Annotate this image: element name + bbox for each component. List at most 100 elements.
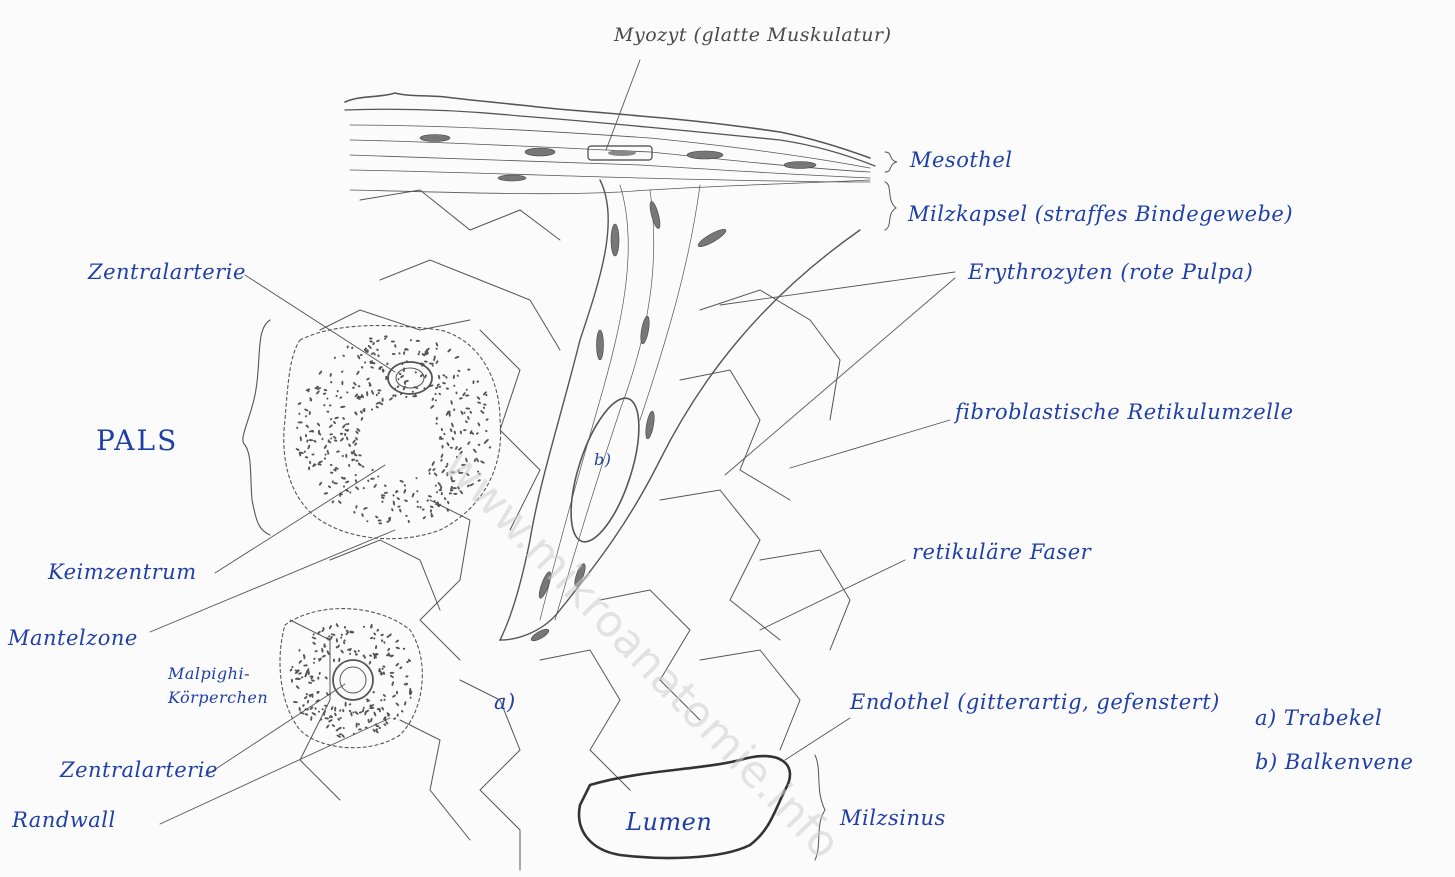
- lymphocyte-dot: [298, 707, 301, 712]
- lymphocyte-dot: [382, 694, 386, 698]
- lymphocyte-dot: [460, 410, 464, 415]
- lymphocyte-dot: [383, 641, 386, 644]
- lymphocyte-dot: [472, 380, 474, 384]
- lymphocyte-dot: [367, 344, 372, 349]
- lymphocyte-dot: [416, 500, 419, 503]
- lymphocyte-dot: [335, 623, 339, 628]
- lymphocyte-dot: [392, 353, 396, 355]
- lymphocyte-dot: [355, 722, 357, 727]
- lymphocyte-dot: [412, 395, 417, 397]
- lymphocyte-dot: [428, 468, 432, 472]
- lymphocyte-dot: [360, 366, 363, 369]
- lymphocyte-dot: [336, 390, 338, 393]
- lymphocyte-dot: [310, 716, 313, 721]
- lymphocyte-dot: [433, 359, 436, 361]
- lymphocyte-dot: [446, 442, 450, 447]
- lymphocyte-dot: [352, 381, 357, 386]
- lymphocyte-dot: [336, 450, 340, 453]
- lymphocyte-dot: [445, 376, 448, 379]
- lymphocyte-dot: [351, 346, 354, 349]
- lymphocyte-dot: [291, 666, 294, 669]
- lymphocyte-dot: [371, 408, 374, 411]
- lymphocyte-dot: [375, 405, 379, 408]
- lymphocyte-dot: [313, 658, 316, 661]
- lymphocyte-dot: [399, 508, 402, 512]
- lymphocyte-dot: [380, 699, 383, 702]
- lymphocyte-dot: [376, 628, 379, 632]
- lymphocyte-dot: [404, 349, 407, 351]
- lymphocyte-dot: [323, 392, 327, 395]
- lymphocyte-dot: [331, 500, 334, 504]
- lymphocyte-dot: [397, 378, 400, 381]
- lymphocyte-dot: [429, 362, 434, 364]
- lymphocyte-dot: [417, 506, 420, 508]
- lymphocyte-dot: [404, 701, 407, 706]
- lymphocyte-dot: [349, 710, 352, 712]
- lymphocyte-dot: [477, 422, 481, 427]
- lymphocyte-dot: [417, 353, 420, 356]
- lymphocyte-dot: [442, 374, 446, 377]
- lymphocyte-dot: [302, 704, 305, 708]
- lymphocyte-dot: [370, 636, 374, 639]
- lymphocyte-dot: [396, 385, 400, 389]
- lymphocyte-dot: [404, 499, 408, 502]
- lymphocyte-dot: [377, 475, 380, 478]
- lymphocyte-dot: [354, 711, 359, 716]
- lymphocyte-dot: [329, 463, 332, 466]
- lymphocyte-dot: [370, 478, 375, 480]
- lymphocyte-dot: [415, 477, 418, 480]
- lymphocyte-dot: [327, 450, 329, 453]
- lymphocyte-dot: [358, 650, 360, 653]
- lymphocyte-dot: [329, 373, 332, 377]
- lymphocyte-dot: [482, 406, 485, 409]
- lymphocyte-dot: [438, 385, 441, 388]
- lymphocyte-dot: [432, 468, 436, 472]
- lymphocyte-dot: [435, 347, 437, 350]
- label-endothel: Endothel (gitterartig, gefenstert): [850, 690, 1220, 714]
- lymphocyte-dot: [339, 437, 344, 442]
- lymphocyte-dot: [451, 436, 455, 440]
- lymphocyte-dot: [438, 375, 441, 380]
- lymphocyte-dot: [303, 655, 305, 659]
- lymphocyte-dot: [416, 340, 420, 342]
- lymphocyte-dot: [342, 455, 344, 458]
- lymphocyte-dot: [443, 497, 446, 501]
- lymphocyte-dot: [449, 428, 452, 433]
- label-retikulumzelle: fibroblastische Retikulumzelle: [955, 400, 1294, 424]
- lymphocyte-dot: [326, 411, 329, 413]
- lymphocyte-dot: [430, 505, 434, 508]
- lymphocyte-dot: [328, 625, 332, 630]
- lymphocyte-dot: [317, 676, 319, 679]
- lymphocyte-dot: [403, 484, 406, 487]
- label-myozyt: Myozyt (glatte Muskulatur): [614, 24, 892, 46]
- lymphocyte-dot: [435, 399, 438, 402]
- lymphocyte-dot: [328, 719, 333, 723]
- lymphocyte-dot: [459, 397, 463, 400]
- lymphocyte-dot: [488, 446, 491, 449]
- lymphocyte-dot: [370, 624, 373, 629]
- label-milzsinus: Milzsinus: [840, 806, 946, 830]
- lymphocyte-dot: [307, 444, 311, 449]
- lymphocyte-dot: [363, 626, 366, 628]
- lymphocyte-dot: [428, 472, 431, 475]
- lymphocyte-dot: [342, 727, 345, 730]
- lymphocyte-dot: [370, 718, 373, 723]
- lymphocyte-dot: [329, 404, 332, 406]
- lymphocyte-dot: [463, 411, 466, 414]
- lymphocyte-dot: [343, 485, 346, 488]
- lymphocyte-dot: [366, 391, 369, 396]
- lymphocyte-dot: [403, 489, 406, 494]
- lymphocyte-dot: [298, 412, 301, 415]
- lymphocyte-dot: [442, 382, 446, 385]
- lymphocyte-dot: [378, 522, 382, 524]
- lymphocyte-dot: [372, 728, 376, 732]
- lymphocyte-dot: [447, 348, 452, 353]
- lymphocyte-dot: [357, 385, 360, 388]
- lymphocyte-dot: [454, 430, 457, 434]
- lymphocyte-dot: [436, 491, 438, 493]
- lymphocyte-dot: [309, 411, 311, 415]
- lymphocyte-dot: [435, 484, 438, 487]
- lymphocyte-dot: [376, 348, 379, 351]
- lymphocyte-dot: [377, 392, 380, 395]
